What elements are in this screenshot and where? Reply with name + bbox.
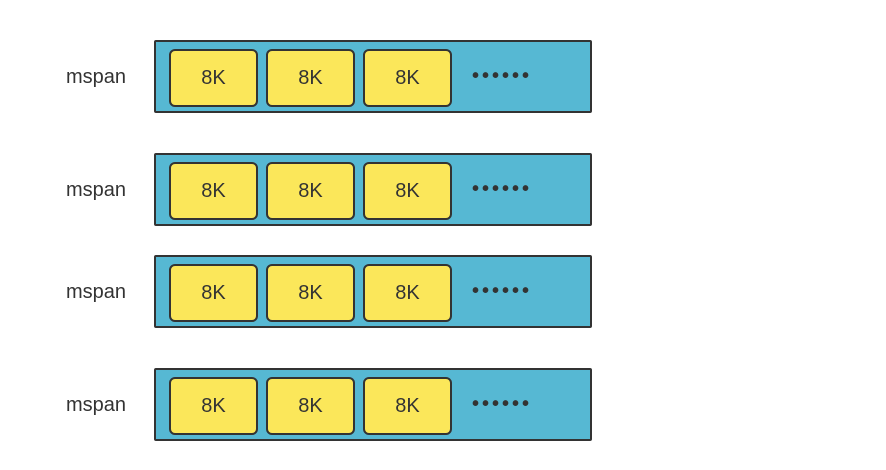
- ellipsis-dots: ••••••: [472, 393, 533, 415]
- ellipsis-dots: ••••••: [472, 65, 533, 87]
- mspan-box: 8K 8K 8K ••••••: [154, 255, 592, 328]
- mspan-box: 8K 8K 8K ••••••: [154, 153, 592, 226]
- page-block: 8K: [266, 162, 355, 220]
- page-block: 8K: [169, 49, 258, 107]
- mspan-label: mspan: [66, 281, 127, 303]
- page-block: 8K: [169, 377, 258, 435]
- ellipsis-dots: ••••••: [472, 178, 533, 200]
- mspan-row: mspan 8K 8K 8K ••••••: [0, 368, 886, 443]
- page-block: 8K: [363, 377, 452, 435]
- page-block: 8K: [169, 264, 258, 322]
- page-block: 8K: [169, 162, 258, 220]
- page-block: 8K: [266, 49, 355, 107]
- mspan-row: mspan 8K 8K 8K ••••••: [0, 40, 886, 115]
- mspan-box: 8K 8K 8K ••••••: [154, 40, 592, 113]
- page-block: 8K: [363, 162, 452, 220]
- mspan-label: mspan: [66, 394, 127, 416]
- page-block: 8K: [363, 49, 452, 107]
- ellipsis-dots: ••••••: [472, 280, 533, 302]
- mspan-label: mspan: [66, 179, 127, 201]
- page-block: 8K: [363, 264, 452, 322]
- mspan-box: 8K 8K 8K ••••••: [154, 368, 592, 441]
- mspan-label: mspan: [66, 66, 127, 88]
- mspan-row: mspan 8K 8K 8K ••••••: [0, 153, 886, 228]
- page-block: 8K: [266, 264, 355, 322]
- mspan-row: mspan 8K 8K 8K ••••••: [0, 255, 886, 330]
- page-block: 8K: [266, 377, 355, 435]
